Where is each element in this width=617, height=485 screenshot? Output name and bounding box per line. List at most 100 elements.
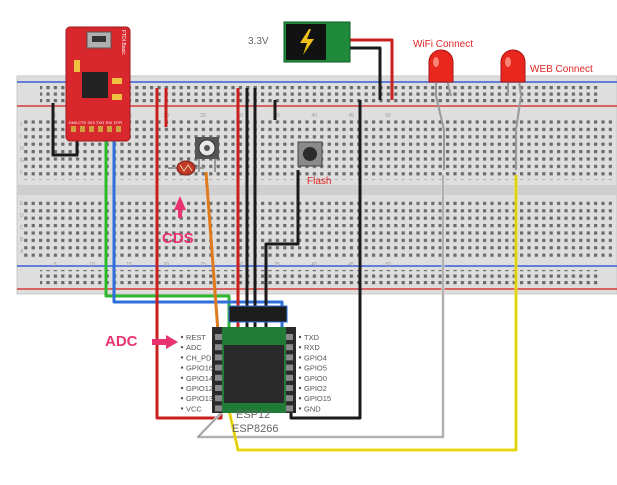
esp12-label: ESP12 [236, 409, 270, 421]
esp-right-pin [286, 354, 293, 361]
esp-left-pin-dot [180, 366, 184, 369]
esp-left-pin [215, 395, 222, 402]
esp-left-pin-label: CH_PD [186, 353, 212, 362]
web-led-yellow-outline [228, 175, 517, 451]
esp-right-pin-dot [298, 356, 302, 359]
esp-right-pin [286, 385, 293, 391]
cds-photoresistor [168, 160, 204, 176]
cds-arrow-icon [174, 196, 186, 218]
esp-left-pin [215, 344, 222, 351]
wifi-connect-label: WiFi Connect [413, 39, 473, 50]
ftdi-chip [82, 72, 108, 98]
esp-right-pin-label: GPIO4 [304, 353, 327, 362]
column-number-bottom: 20 [163, 262, 169, 268]
esp-right-pin-dot [298, 366, 302, 369]
center-channel [17, 185, 617, 195]
column-number-bottom: 35 [274, 262, 280, 268]
row-letter: E [20, 201, 24, 207]
column-number-top: 35 [274, 113, 280, 119]
esp-right-pin [286, 374, 293, 381]
adc-orange-wire [204, 171, 221, 346]
column-number-bottom: 25 [200, 262, 206, 268]
esp-left-pin [215, 364, 222, 371]
column-number-bottom: 15 [126, 262, 132, 268]
potentiometer [195, 137, 219, 172]
esp-left-pin-label: GPIO13 [186, 394, 213, 403]
column-number-bottom: 30 [237, 262, 243, 268]
ftdi-pin-label: TXO [96, 120, 104, 125]
row-letter: F [20, 170, 23, 176]
esp-left-pin-dot [180, 407, 184, 410]
esp-left-pin-label: VCC [186, 404, 202, 413]
esp-left-pin-dot [180, 376, 184, 379]
esp-right-pin-dot [298, 376, 302, 379]
esp-left-pin-label: REST [186, 333, 206, 342]
esp-left-pin-dot [180, 397, 184, 400]
esp8266-label: ESP8266 [232, 423, 278, 435]
column-number-bottom: 50 [385, 262, 391, 268]
row-letter: G [20, 158, 24, 164]
power-jack: 3.3V [248, 21, 351, 63]
column-number-bottom: 10 [89, 262, 95, 268]
esp-right-pin-dot [298, 386, 302, 390]
ftdi-board-label: FTDI Basic [120, 30, 126, 55]
esp-left-pin [215, 385, 222, 391]
esp-left-pin [215, 374, 222, 381]
esp-right-pin-dot [298, 407, 302, 410]
bottom-rail-holes [40, 270, 600, 287]
esp-left-pin-dot [180, 386, 184, 390]
ftdi-pin-label: RXI [106, 120, 113, 125]
ftdi-pin [98, 126, 103, 132]
power-jack-red-wire [350, 38, 394, 100]
esp-left-pin [215, 334, 222, 340]
top-rail-holes [40, 86, 600, 103]
esp-right-pin-label: GND [304, 404, 321, 413]
esp-right-pin [286, 364, 293, 371]
esp-left-pin-label: GPIO14 [186, 374, 213, 383]
column-number-top: 25 [200, 113, 206, 119]
esp-right-pin [286, 334, 293, 340]
column-number-top: 45 [348, 113, 354, 119]
adapter-board [228, 305, 288, 323]
esp-left-pin-label: ADC [186, 343, 202, 352]
esp-left-pin-dot [180, 335, 184, 339]
esp-left-pin [215, 405, 222, 412]
esp-left-pin-dot [180, 356, 184, 359]
esp-right-pin-label: TXD [304, 333, 320, 342]
adc-arrow-icon [152, 335, 178, 349]
bottom-terminal-holes [22, 199, 612, 259]
ftdi-pin [116, 126, 121, 132]
power-jack-black-wire [350, 46, 382, 100]
column-number-top: 30 [237, 113, 243, 119]
ftdi-pin [80, 126, 85, 132]
flash-label: Flash [307, 176, 331, 187]
flash-button: Flash [297, 141, 331, 187]
ftdi-pin-label: CTS [78, 120, 86, 125]
adc-callout: ADC [105, 333, 178, 350]
esp-left-pin-label: GPIO16 [186, 364, 213, 373]
column-number-bottom: 40 [311, 262, 317, 268]
esp-right-pin [286, 344, 293, 351]
column-number-bottom: 5 [54, 262, 57, 268]
esp-right-pin-label: RXD [304, 343, 320, 352]
esp-right-pin [286, 395, 293, 402]
esp-right-pin-dot [298, 397, 302, 400]
wifi-led: WiFi Connect [413, 39, 473, 170]
row-letter: C [20, 225, 24, 231]
ftdi-pin [71, 126, 76, 132]
row-letter: H [20, 146, 24, 152]
esp-right-pin-label: GPIO2 [304, 384, 327, 393]
web-led: WEB Connect [500, 49, 593, 170]
column-number-top: 5 [54, 113, 57, 119]
row-letter: B [20, 237, 24, 243]
row-letter: I [20, 134, 21, 140]
esp-right-pin-label: GPIO0 [304, 374, 327, 383]
ftdi-pin-label: DTR [114, 120, 122, 125]
cds-label: CDS [162, 230, 194, 247]
